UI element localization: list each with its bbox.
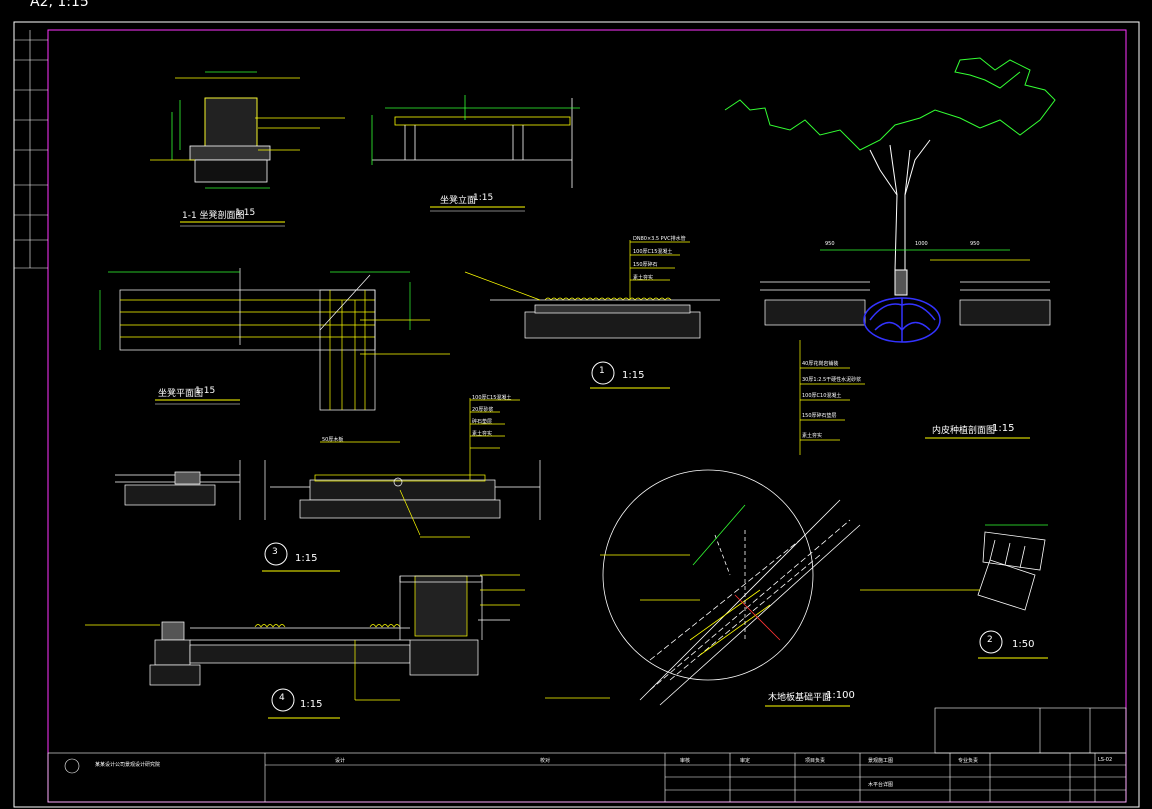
detail-3-scale: 1:15 bbox=[295, 553, 318, 564]
detail-4-scale: 1:15 bbox=[300, 699, 323, 710]
detail-3-label: 20厚砂浆 bbox=[472, 407, 494, 413]
tree-layer-label: 100厚C10混凝土 bbox=[802, 393, 842, 399]
detail-1-number: 1 bbox=[599, 366, 605, 376]
detail-1-drawing bbox=[464, 240, 720, 339]
detail-3-drawing bbox=[115, 398, 541, 538]
bench-plan-drawing bbox=[99, 268, 450, 411]
title-field: 校对 bbox=[540, 758, 551, 764]
detail-1-label: 100厚C15混凝土 bbox=[633, 249, 673, 255]
detail-1-label: 素土夯实 bbox=[633, 275, 654, 281]
tree-pit-scale: 1:15 bbox=[992, 423, 1015, 434]
detail-3-label: 100厚C15混凝土 bbox=[472, 395, 512, 401]
bench-elevation-drawing bbox=[371, 95, 580, 188]
tree-canopy bbox=[724, 57, 1056, 151]
title-field: 设计 bbox=[335, 758, 346, 764]
tree-layer-label: 40厚花岗岩铺装 bbox=[802, 361, 839, 367]
detail-4-drawing bbox=[85, 574, 525, 701]
detail-2-marker bbox=[979, 630, 1003, 654]
section-1-1-drawing bbox=[150, 71, 345, 189]
title-field: 审定 bbox=[740, 758, 751, 764]
tree-layer-label: 30厚1:2.5干硬性水泥砂浆 bbox=[802, 377, 862, 383]
bench-plan-caption: 坐凳平面图 bbox=[158, 389, 204, 399]
detail-1-scale: 1:15 bbox=[622, 370, 645, 381]
outer-frame bbox=[13, 21, 1140, 808]
company-name: 某某设计公司景观设计研究院 bbox=[95, 762, 161, 768]
bench-elevation-scale: 1:15 bbox=[473, 193, 494, 203]
left-strip bbox=[14, 30, 48, 269]
tree-dimension: 950 bbox=[970, 241, 980, 247]
detail-2-scale: 1:50 bbox=[1012, 639, 1035, 650]
detail-2-number: 2 bbox=[987, 635, 993, 645]
detail-3-label: 素土夯实 bbox=[472, 431, 493, 437]
deck-plan-scale: 1:100 bbox=[826, 690, 855, 701]
tree-layer-label: 150厚碎石垫层 bbox=[802, 413, 837, 419]
tree-layer-label: 素土夯实 bbox=[802, 433, 823, 439]
title-field: 项目负责 bbox=[805, 758, 826, 764]
title-block bbox=[47, 707, 1127, 803]
detail-3-marker bbox=[264, 542, 288, 566]
detail-1-marker bbox=[591, 361, 615, 385]
title-field: 审核 bbox=[680, 758, 691, 764]
bench-elevation-caption: 坐凳立面 bbox=[440, 196, 477, 206]
detail-2-drawing bbox=[860, 524, 1048, 611]
project-name: 景观施工图 bbox=[868, 758, 894, 764]
detail-4-marker bbox=[271, 688, 295, 712]
section-1-1-caption: 1-1 坐凳剖面图 bbox=[182, 211, 245, 221]
section-1-1-scale: 1:15 bbox=[235, 208, 256, 218]
detail-3-label: 碎石垫层 bbox=[472, 419, 493, 425]
detail-3-number: 3 bbox=[272, 547, 278, 557]
tree-dimension: 1000 bbox=[915, 241, 928, 247]
detail-3-label: 50厚木板 bbox=[322, 437, 344, 443]
root-ball bbox=[863, 297, 941, 343]
deck-plan-caption: 木地板基础平面 bbox=[768, 693, 832, 703]
sheet-number: LS-02 bbox=[1098, 757, 1113, 763]
tree-trunk bbox=[869, 139, 931, 296]
detail-1-label: 150厚碎石 bbox=[633, 262, 658, 268]
tree-dimension: 950 bbox=[825, 241, 835, 247]
sheet-size-label: A2, 1:15 bbox=[30, 0, 89, 10]
tree-pit-ground bbox=[760, 249, 1051, 455]
bench-plan-scale: 1:15 bbox=[195, 386, 216, 396]
deck-plan-drawing bbox=[545, 469, 861, 706]
tree-pit-caption: 内皮种植剖面图 bbox=[932, 426, 996, 436]
detail-4-number: 4 bbox=[279, 693, 285, 703]
title-field: 专业负责 bbox=[958, 758, 979, 764]
tree-leader-lines bbox=[800, 259, 1030, 441]
drawing-name: 木平台详图 bbox=[868, 782, 894, 788]
detail-1-label: DN80×3.5 PVC排水管 bbox=[633, 236, 686, 242]
